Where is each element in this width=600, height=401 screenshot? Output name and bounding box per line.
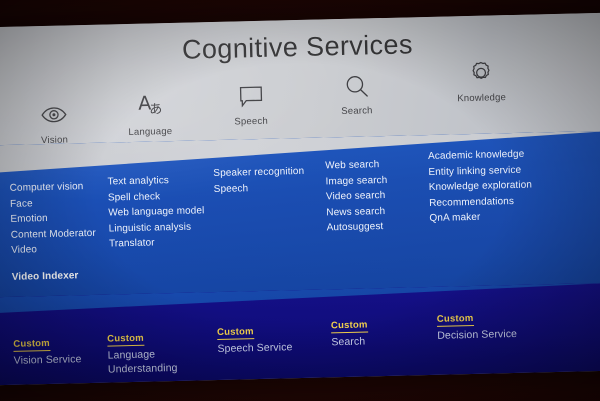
category-label: Search <box>341 105 373 118</box>
speech-bubble-icon <box>190 80 311 113</box>
category-label: Speech <box>234 115 268 128</box>
custom-kicker: Custom <box>13 337 51 352</box>
custom-service-speech[interactable]: Custom Speech Service <box>216 320 293 356</box>
category-knowledge[interactable]: Knowledge <box>421 56 542 105</box>
custom-service-search[interactable]: Custom Search <box>330 314 368 349</box>
custom-kicker: Custom <box>216 326 254 341</box>
service-item[interactable]: Academic knowledge <box>427 148 525 162</box>
custom-service-name: Decision Service <box>437 327 518 342</box>
custom-service-name: Speech Service <box>217 341 293 356</box>
service-item-highlighted[interactable]: Video Indexer <box>11 269 79 283</box>
custom-service-name: Language Understanding <box>107 348 178 376</box>
service-item[interactable]: Knowledge exploration <box>428 179 533 193</box>
services-band: Computer vision Face Emotion Content Mod… <box>0 130 600 309</box>
custom-service-name: Search <box>331 335 366 349</box>
custom-kicker: Custom <box>107 332 144 347</box>
slide-surface: Cognitive Services Vision Aあ <box>0 12 600 386</box>
service-item[interactable]: Image search <box>325 174 388 187</box>
custom-services-band: Custom Vision Service Custom Language Un… <box>0 282 600 386</box>
service-item[interactable]: Speaker recognition <box>213 165 305 180</box>
category-search[interactable]: Search <box>296 69 417 118</box>
custom-kicker: Custom <box>436 312 474 327</box>
service-item[interactable]: Linguistic analysis <box>108 221 192 235</box>
service-item[interactable]: Translator <box>108 237 155 250</box>
service-item[interactable]: News search <box>326 205 386 218</box>
category-speech[interactable]: Speech <box>190 80 311 129</box>
slide-header: Cognitive Services Vision Aあ <box>0 12 600 152</box>
service-item[interactable]: QnA maker <box>429 211 481 224</box>
service-column-speech: Speaker recognition Speech <box>213 164 305 197</box>
service-column-language: Text analytics Spell check Web language … <box>107 172 205 252</box>
service-item[interactable]: Web search <box>325 159 380 172</box>
projected-slide: Cognitive Services Vision Aあ <box>0 12 600 386</box>
custom-service-language[interactable]: Custom Language Understanding <box>107 327 178 377</box>
service-item[interactable]: Web language model <box>108 205 205 219</box>
custom-service-vision[interactable]: Custom Vision Service <box>13 332 82 368</box>
custom-kicker: Custom <box>330 319 368 334</box>
custom-service-name: Vision Service <box>13 353 82 367</box>
service-item[interactable]: Autosuggest <box>326 221 384 234</box>
service-item[interactable]: Video search <box>325 190 386 203</box>
service-item[interactable]: Speech <box>213 182 249 195</box>
service-column-search: Web search Image search Video search New… <box>325 157 389 236</box>
category-label: Knowledge <box>457 92 507 105</box>
custom-service-decision[interactable]: Custom Decision Service <box>436 307 518 343</box>
service-column-knowledge: Academic knowledge Entity linking servic… <box>428 147 533 227</box>
magnifier-icon <box>296 69 417 102</box>
gear-icon <box>421 56 542 89</box>
